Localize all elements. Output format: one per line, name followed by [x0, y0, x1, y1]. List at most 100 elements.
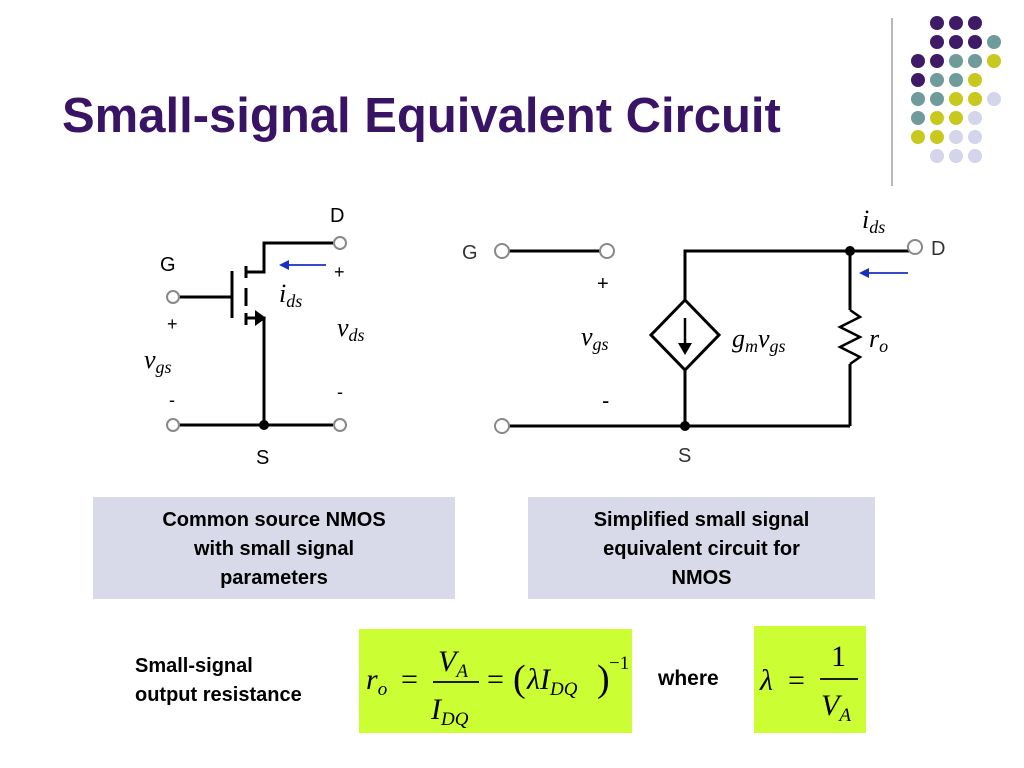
equals-sign: =	[788, 664, 805, 697]
drain-node-dot	[845, 246, 855, 256]
ro-symbol: ro	[366, 663, 387, 700]
gate-terminal-right	[494, 243, 510, 259]
idq-denominator: IDQ	[430, 693, 469, 730]
caption-right-line: Simplified small signal	[593, 509, 810, 531]
exponent: −1	[609, 653, 629, 674]
small-signal-circuit: G D S + - vgs gmvgs ro ids	[462, 205, 945, 467]
decorative-dot	[949, 130, 963, 144]
decorative-dot	[911, 73, 925, 87]
lambda-idq: λIDQ	[526, 663, 578, 700]
equals-sign: =	[487, 663, 504, 696]
decorative-dot	[968, 54, 982, 68]
vgs-minus-right: -	[602, 388, 609, 413]
caption-left-line: with small signal	[193, 538, 355, 560]
formula-svg: ro = VA IDQ = ( λIDQ ) −1	[366, 645, 629, 730]
decorative-dot	[968, 16, 982, 30]
vgs-label: vgs	[144, 345, 172, 377]
decorative-dot	[930, 92, 944, 106]
vgs-plus-right: +	[597, 273, 609, 295]
decorative-dot	[930, 130, 944, 144]
right-paren: )	[597, 658, 610, 700]
decorative-dot	[949, 54, 963, 68]
drain-label: D	[330, 205, 344, 227]
decorative-dot	[968, 111, 982, 125]
decorative-dot	[930, 54, 944, 68]
source-label: S	[256, 447, 269, 469]
drain-terminal	[333, 236, 347, 250]
gate-return-terminal	[166, 418, 180, 432]
decorative-dot	[968, 130, 982, 144]
source-label-right: S	[678, 445, 691, 467]
drain-label-right: D	[931, 238, 945, 260]
decorative-dot	[930, 16, 944, 30]
left-paren: (	[513, 658, 526, 700]
caption-right-line: equivalent circuit for	[603, 538, 800, 560]
drain-wire	[246, 241, 333, 274]
gate-label-right: G	[462, 242, 478, 264]
output-resistance-label: Small-signal output resistance	[135, 652, 302, 710]
vds-plus: +	[334, 262, 345, 282]
gate-label: G	[160, 254, 176, 276]
decorative-dot	[930, 111, 944, 125]
decorative-dot	[968, 73, 982, 87]
title-divider	[891, 18, 893, 186]
output-resistance-formula: ro = VA IDQ = ( λIDQ ) −1	[359, 629, 632, 733]
label-line: Small-signal	[135, 655, 253, 677]
caption-right-line: NMOS	[671, 567, 732, 589]
ids-label-right: ids	[862, 205, 885, 237]
decorative-dot	[987, 54, 1001, 68]
decorative-dot	[987, 35, 1001, 49]
where-label: where	[658, 667, 719, 690]
vds-minus: -	[337, 382, 343, 402]
decorative-dot	[911, 130, 925, 144]
gate-open-terminal	[599, 243, 615, 259]
nmos-circuit: D G S + - + - ids vds vgs	[144, 205, 365, 469]
output-resistor	[837, 308, 863, 366]
lambda-symbol: λ	[759, 664, 773, 697]
source-node-dot-right	[680, 421, 690, 431]
caption-left-line: Common source NMOS	[162, 509, 386, 531]
source-terminal	[333, 418, 347, 432]
label-line: output resistance	[135, 684, 302, 706]
decorative-dot	[949, 73, 963, 87]
source-node-dot	[259, 420, 269, 430]
decorative-dot	[949, 149, 963, 163]
equals-sign: =	[401, 663, 418, 696]
gm-vgs-label: gmvgs	[732, 324, 786, 356]
decorative-dot	[930, 149, 944, 163]
caption-left: Common source NMOS with small signal par…	[93, 497, 455, 599]
decorative-dot	[949, 111, 963, 125]
ro-label: ro	[869, 324, 888, 356]
lambda-formula: λ = 1 VA	[754, 626, 866, 733]
va-denominator: VA	[821, 689, 851, 726]
source-arrow	[255, 310, 266, 326]
va-numerator: VA	[438, 645, 468, 682]
decorative-dot-grid	[911, 16, 1001, 163]
vgs-minus: -	[169, 390, 175, 410]
decorative-dot	[911, 54, 925, 68]
vgs-label-right: vgs	[581, 322, 609, 354]
decorative-dot	[930, 73, 944, 87]
decorative-dot	[949, 16, 963, 30]
decorative-dot	[968, 35, 982, 49]
decorative-dot	[968, 92, 982, 106]
decorative-dot	[911, 111, 925, 125]
caption-right: Simplified small signal equivalent circu…	[528, 497, 875, 599]
current-arrow-head-right	[859, 268, 869, 278]
vds-label: vds	[337, 313, 365, 345]
source-arrow-head	[678, 343, 692, 355]
decorative-dot	[949, 35, 963, 49]
drain-terminal-right	[907, 239, 923, 255]
caption-left-line: parameters	[220, 567, 328, 589]
decorative-dot	[911, 92, 925, 106]
decorative-dot	[987, 92, 1001, 106]
decorative-dot	[968, 149, 982, 163]
decorative-dot	[930, 35, 944, 49]
vgs-plus: +	[167, 314, 178, 334]
decorative-dot	[949, 92, 963, 106]
current-arrow-head	[279, 260, 289, 270]
ids-label: ids	[279, 279, 302, 311]
gate-terminal	[166, 290, 180, 304]
return-terminal-right	[494, 418, 510, 434]
one-numerator: 1	[831, 640, 846, 673]
